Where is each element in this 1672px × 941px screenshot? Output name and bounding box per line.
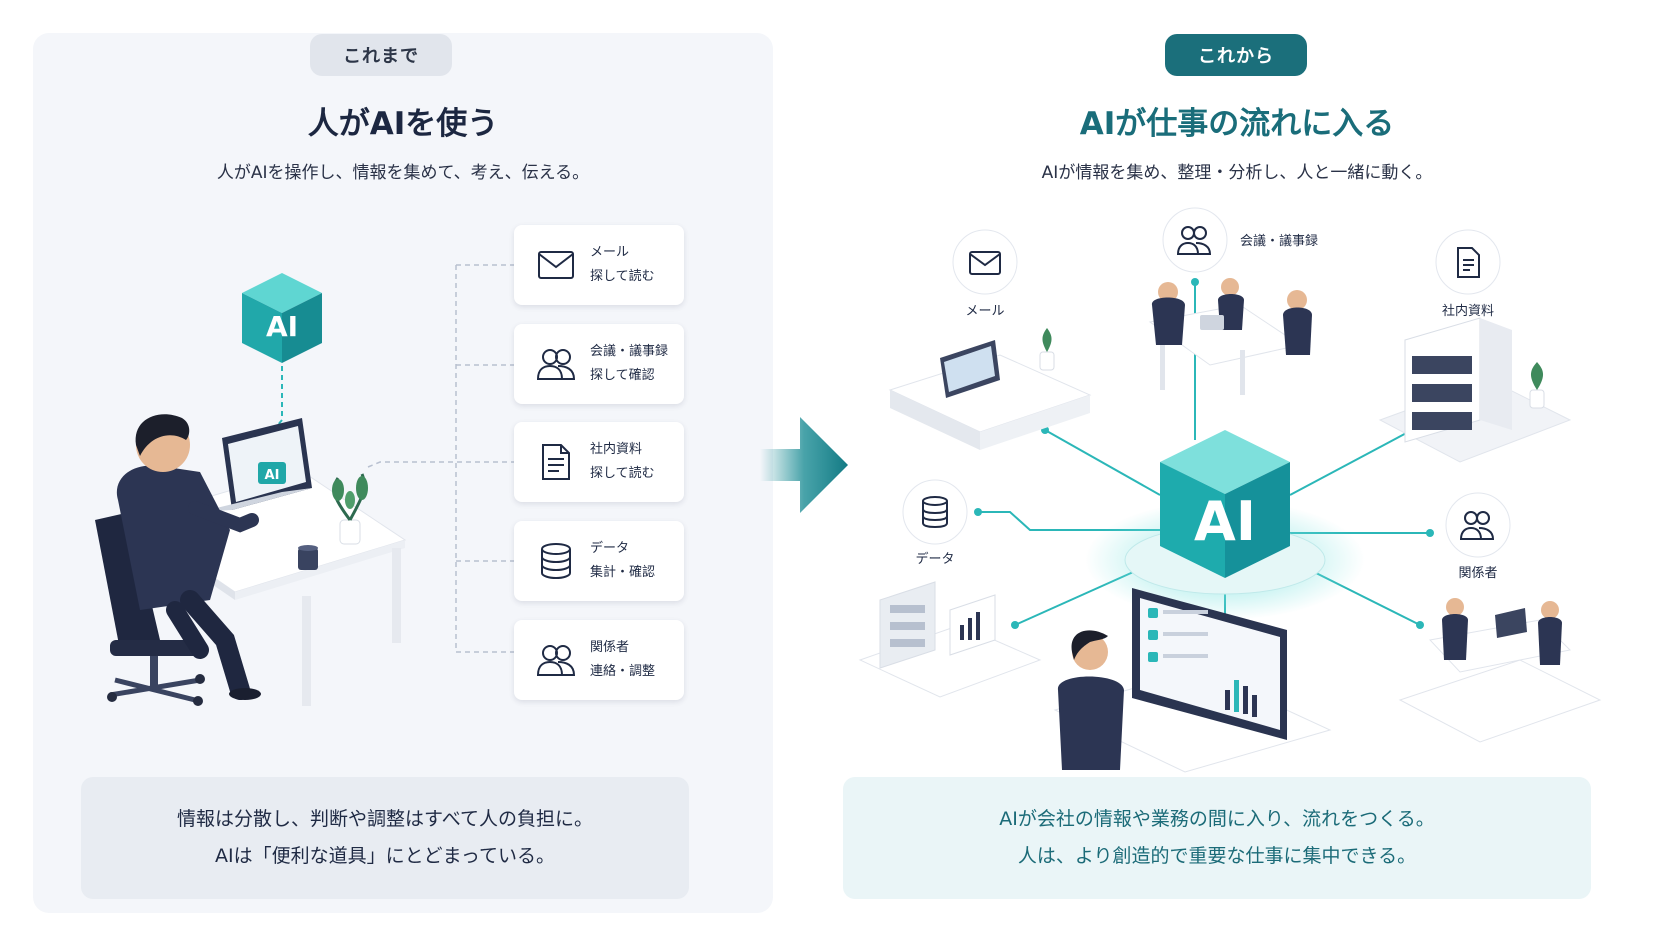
transition-arrow xyxy=(760,417,848,513)
mug xyxy=(298,545,318,570)
data-node-label: データ xyxy=(915,551,954,567)
plant xyxy=(332,473,368,545)
mail-desk xyxy=(888,328,1092,450)
mail-node-label: メール xyxy=(965,304,1004,319)
stakeholders-node-label: 関係者 xyxy=(1458,566,1497,581)
card-action: 連絡・調整 xyxy=(590,664,656,679)
card-title: データ xyxy=(590,541,630,556)
card-title: 会議・議事録 xyxy=(590,344,669,359)
card-action: 探して読む xyxy=(590,269,655,284)
left-illustration: AI AI xyxy=(95,264,514,706)
laptop: AI xyxy=(200,418,312,512)
laptop-screen-label: AI xyxy=(265,468,280,483)
card-data: データ集計・確認 xyxy=(514,521,684,601)
ai-cube-label: AI xyxy=(266,310,298,343)
stakeholders-node: 関係者 xyxy=(1445,492,1511,581)
before-badge: これまで xyxy=(310,34,452,76)
left-callout-line1: 情報は分散し、判断や調整はすべて人の負担に。 xyxy=(177,808,593,830)
card-title: メール xyxy=(590,245,630,260)
document-icon xyxy=(1457,247,1480,278)
card-mail: メール探して読む xyxy=(514,225,684,305)
dashboard-workstation xyxy=(1053,588,1332,773)
after-badge: これから xyxy=(1165,34,1307,76)
data-node: データ xyxy=(902,479,968,567)
left-title: 人がAIを使う xyxy=(307,106,499,142)
documents-node-label: 社内資料 xyxy=(1442,303,1494,319)
people-icon xyxy=(1459,511,1495,540)
left-callout-line2: AIは「便利な道具」にとどまっている。 xyxy=(215,845,555,867)
right-title: AIが仕事の流れに入る xyxy=(1079,106,1395,142)
right-callout-line2: 人は、より創造的で重要な仕事に集中できる。 xyxy=(1017,845,1417,867)
right-subtitle: AIが情報を集め、整理・分析し、人と一緒に動く。 xyxy=(1041,163,1433,183)
right-illustration: AI メール 会議・議事録 xyxy=(858,207,1602,773)
card-stakeholders: 関係者連絡・調整 xyxy=(514,620,684,700)
mail-icon xyxy=(969,251,1001,275)
ai-cube: AI xyxy=(242,273,322,363)
meeting-table xyxy=(1148,278,1312,395)
card-meeting: 会議・議事録探して確認 xyxy=(514,324,684,404)
documents-node: 社内資料 xyxy=(1435,229,1501,319)
right-callout: AIが会社の情報や業務の間に入り、流れをつくる。 人は、より創造的で重要な仕事に… xyxy=(843,777,1591,899)
check-icon xyxy=(1148,608,1158,662)
people-icon xyxy=(1176,226,1212,255)
card-action: 探して読む xyxy=(590,466,655,481)
stakeholders-desk xyxy=(1398,598,1602,743)
document-shelf xyxy=(1378,317,1572,463)
ai-hub: AI xyxy=(1085,430,1365,620)
database-icon xyxy=(922,496,948,529)
data-servers xyxy=(858,581,1042,698)
mail-node: メール xyxy=(952,229,1018,319)
left-callout: 情報は分散し、判断や調整はすべて人の負担に。 AIは「便利な道具」にとどまってい… xyxy=(81,777,689,899)
person-at-desk xyxy=(95,414,261,706)
people-icon xyxy=(532,347,580,381)
document-icon xyxy=(532,443,580,481)
people-icon xyxy=(532,643,580,677)
card-action: 集計・確認 xyxy=(590,565,656,580)
meeting-node: 会議・議事録 xyxy=(1162,207,1318,273)
card-action: 探して確認 xyxy=(590,368,655,383)
mail-icon xyxy=(532,250,580,280)
left-subtitle: 人がAIを操作し、情報を集めて、考え、伝える。 xyxy=(216,163,590,183)
card-title: 関係者 xyxy=(590,640,630,655)
card-title: 社内資料 xyxy=(590,442,643,457)
connector-lines xyxy=(367,264,514,653)
right-callout-line1: AIが会社の情報や業務の間に入り、流れをつくる。 xyxy=(999,808,1435,830)
card-documents: 社内資料探して読む xyxy=(514,422,684,502)
meeting-node-label: 会議・議事録 xyxy=(1240,234,1318,249)
database-icon xyxy=(532,542,580,580)
ai-hub-label: AI xyxy=(1194,490,1256,553)
